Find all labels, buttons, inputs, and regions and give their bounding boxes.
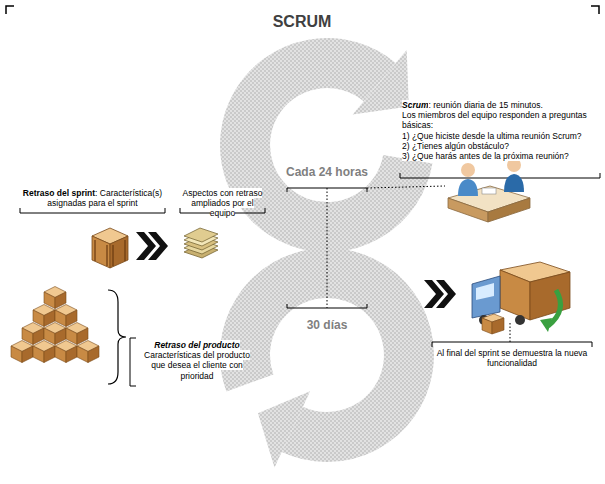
- label-block: Cada 24 horas: [272, 165, 382, 179]
- box-icon: [77, 341, 99, 363]
- loop-arrowhead: [258, 391, 310, 467]
- diagram-title: SCRUM: [202, 12, 402, 31]
- note-text: Retraso del sprint: [23, 188, 95, 198]
- box-icon: [22, 323, 44, 345]
- chevron-arrows: [136, 232, 456, 308]
- meeting-icon: [448, 158, 530, 222]
- label-block: Aspectos con retraso ampliados por el eq…: [180, 188, 265, 219]
- loop-arrowhead: [353, 50, 409, 114]
- label-block: 30 días: [277, 318, 377, 332]
- box-icon: [55, 341, 77, 363]
- note-text: Al final del sprint se demuestra la nuev…: [437, 348, 588, 368]
- box-icon: [11, 341, 33, 363]
- label-line: Retraso del producto: [136, 340, 258, 350]
- note-text: 3) ¿Que harás antes de la próxima reunió…: [402, 151, 569, 161]
- note-text: Los miembros del equipo responden a preg…: [402, 110, 587, 130]
- label-block: Retraso del productoCaracterísticas del …: [136, 340, 258, 381]
- title-block: SCRUM: [202, 12, 402, 31]
- label-block: Retraso del sprint: Característica(s) as…: [20, 188, 165, 208]
- label-line: Al final del sprint se demuestra la nuev…: [436, 348, 588, 368]
- corner-mark: [6, 6, 599, 14]
- curly-bracket: [108, 290, 126, 384]
- guide-lines: [20, 173, 600, 386]
- note-text: Aspectos con retraso ampliados por el eq…: [183, 188, 263, 218]
- label-line: Características del producto que desea e…: [136, 350, 258, 381]
- label-block: Scrum: reunión diaria de 15 minutos.Los …: [402, 100, 598, 161]
- box-icon: [33, 341, 55, 363]
- label-line: 2) ¿Tienes algún obstáculo?: [402, 141, 598, 151]
- box-icon: [55, 305, 77, 327]
- box-pyramid-icon: [11, 287, 99, 363]
- delivery-truck-icon: [472, 262, 570, 334]
- note-text: Retraso del producto: [154, 340, 239, 350]
- label-line: Los miembros del equipo responden a preg…: [402, 110, 598, 130]
- note-text: 1) ¿Que hiciste desde la ultima reunión …: [402, 131, 582, 141]
- label-block: Al final del sprint se demuestra la nuev…: [436, 348, 588, 368]
- label-line: 1) ¿Que hiciste desde la ultima reunión …: [402, 131, 598, 141]
- note-text: Scrum: [402, 100, 428, 110]
- label-line: Cada 24 horas: [272, 165, 382, 179]
- note-text: 2) ¿Tienes algún obstáculo?: [402, 141, 509, 151]
- paper-stack-icon: [184, 228, 218, 258]
- label-line: 3) ¿Que harás antes de la próxima reunió…: [402, 151, 598, 161]
- label-line: Scrum: reunión diaria de 15 minutos.: [402, 100, 598, 110]
- label-line: 30 días: [277, 318, 377, 332]
- crate-icon: [92, 228, 128, 268]
- label-line: Aspectos con retraso ampliados por el eq…: [180, 188, 265, 219]
- note-text: Características del producto que desea e…: [144, 350, 250, 380]
- note-text: 30 días: [307, 318, 348, 332]
- note-text: Cada 24 horas: [286, 165, 368, 179]
- cycle-loops: [245, 50, 409, 467]
- label-line: Retraso del sprint: Característica(s) as…: [20, 188, 165, 208]
- box-icon: [66, 323, 88, 345]
- box-icon: [33, 305, 55, 327]
- box-icon: [44, 323, 66, 345]
- box-icon: [44, 287, 66, 309]
- note-text: : reunión diaria de 15 minutos.: [428, 100, 542, 110]
